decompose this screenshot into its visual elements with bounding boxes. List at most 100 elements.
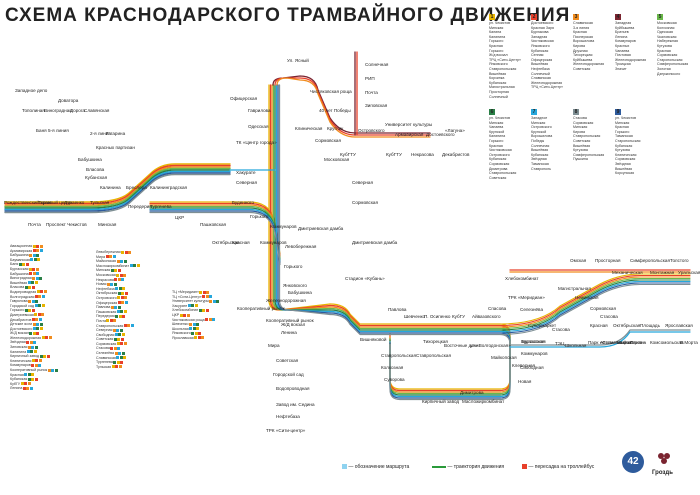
route-chip	[196, 327, 200, 331]
route-stops-7: Западное Минская Островского Крупской Во…	[531, 116, 553, 171]
station-label-far-east: Сормовская	[590, 306, 616, 311]
route-chip	[116, 259, 120, 263]
route-chip	[186, 313, 190, 317]
index-entry: Школьная	[172, 327, 219, 332]
station-label-east: Коммунаров	[521, 351, 548, 356]
index-entry-name: Масложиркомбинат	[96, 263, 129, 268]
station-label-west: Рождественский храм	[4, 200, 51, 205]
route-chip	[27, 377, 31, 381]
station-label-center: Нефтебаза	[276, 414, 300, 419]
line-east-route1	[499, 273, 691, 325]
route-chip	[32, 272, 36, 276]
route-chip	[113, 337, 117, 341]
index-entry-name: Бауманская	[10, 257, 30, 262]
station-label-west: Передерия	[128, 204, 152, 209]
station-label-west: Почта	[28, 222, 41, 227]
station-label-west: Тополиная	[22, 108, 45, 113]
route-chip	[40, 290, 44, 294]
station-label-north: Декабристов	[442, 152, 470, 157]
station-label-far-east: Стасова	[600, 314, 618, 319]
route-chip	[32, 244, 36, 248]
station-label-center: Коммунаров	[270, 224, 297, 229]
index-entry-name: Кирпичный завод	[10, 354, 40, 359]
line-southeast-route8	[509, 329, 691, 346]
route-chip	[48, 336, 52, 340]
route-chip	[24, 308, 28, 312]
index-entry: Хлебокомбинат	[172, 308, 219, 313]
route-chip	[34, 304, 38, 308]
route-chip	[124, 301, 128, 305]
index-entry: Красная	[10, 373, 58, 378]
index-entry: Калинина	[10, 350, 58, 355]
route-chip	[31, 359, 35, 363]
index-entry: Пашковская	[96, 310, 140, 315]
index-entry: Армавирская	[10, 249, 58, 254]
station-label-center: Янковского	[283, 283, 307, 288]
station-label-far-east: Комсомольская	[650, 340, 684, 345]
route-chip	[29, 331, 33, 335]
index-entry: Свободная	[96, 333, 140, 338]
route-chip	[38, 359, 42, 363]
route-chip	[31, 299, 35, 303]
line-east-route6	[499, 279, 691, 331]
route-chip	[117, 337, 121, 341]
route-chip	[117, 347, 121, 351]
route-chip	[112, 255, 116, 259]
route-chip	[118, 314, 122, 318]
line-east-loop-route8	[329, 313, 511, 401]
route-chip	[120, 360, 124, 364]
station-label-north: Дмитриевская дамба	[352, 240, 398, 245]
track-icon	[432, 465, 446, 468]
station-label-east: Ставропольская	[381, 353, 416, 358]
index-entry-name: Мира	[96, 254, 105, 259]
route-stops-9: ул. Чекистов Минская Красная Горького Та…	[615, 116, 641, 176]
route-chip	[38, 363, 42, 367]
route-chip	[110, 282, 114, 286]
index-entry: Шевченко	[172, 322, 219, 327]
route-chip	[31, 345, 35, 349]
route-chip	[115, 287, 119, 291]
index-entry: Железнодорожная	[10, 336, 58, 341]
route-chip	[209, 295, 213, 299]
route-chip	[117, 296, 121, 300]
station-label-west: Славянская	[84, 108, 110, 113]
legend-track: — траектория движения	[432, 464, 504, 470]
route-chip	[187, 304, 191, 308]
index-entry-name: Городской сад	[10, 303, 35, 308]
route-chip	[32, 327, 36, 331]
route-chip	[54, 368, 58, 372]
station-label-center: Ленина	[281, 330, 297, 335]
station-label-east: П. Осипенко	[424, 314, 451, 319]
index-entry: Декабристов	[10, 318, 58, 323]
station-label-east: Восточные дачи	[444, 343, 479, 348]
route-chip	[115, 314, 119, 318]
route-chip	[37, 258, 41, 262]
route-chip	[198, 331, 202, 335]
index-entry-name: Советская	[96, 337, 114, 342]
route-chip	[212, 299, 216, 303]
index-entry: Островского	[96, 296, 140, 301]
logo-number: 42	[627, 456, 639, 467]
index-entry-name: Водопроводная	[10, 289, 37, 294]
terminus-icon	[342, 464, 347, 470]
index-entry: Стасова	[96, 346, 140, 351]
route-chip	[20, 382, 24, 386]
route-chip	[32, 322, 36, 326]
route-chip	[34, 363, 38, 367]
station-label-north: Северная	[352, 180, 373, 185]
station-label-west: Тургенева	[150, 204, 172, 209]
route-chip	[34, 345, 38, 349]
index-entry-name: Левобережная	[96, 250, 121, 254]
route-chip	[27, 373, 31, 377]
station-label-center: Водопроводная	[276, 386, 310, 391]
index-entry: Хакурате	[172, 304, 219, 309]
index-entry-name: Железнодорожная	[10, 335, 42, 340]
line-west-route2	[4, 164, 231, 205]
route-chip	[133, 264, 136, 268]
route-chip	[118, 287, 122, 291]
index-entry-name: Гаврилова	[10, 299, 28, 304]
route-chip	[24, 373, 28, 377]
route-chip	[106, 319, 110, 323]
index-entry-name: Почта	[96, 318, 106, 323]
route-chip	[28, 285, 32, 289]
